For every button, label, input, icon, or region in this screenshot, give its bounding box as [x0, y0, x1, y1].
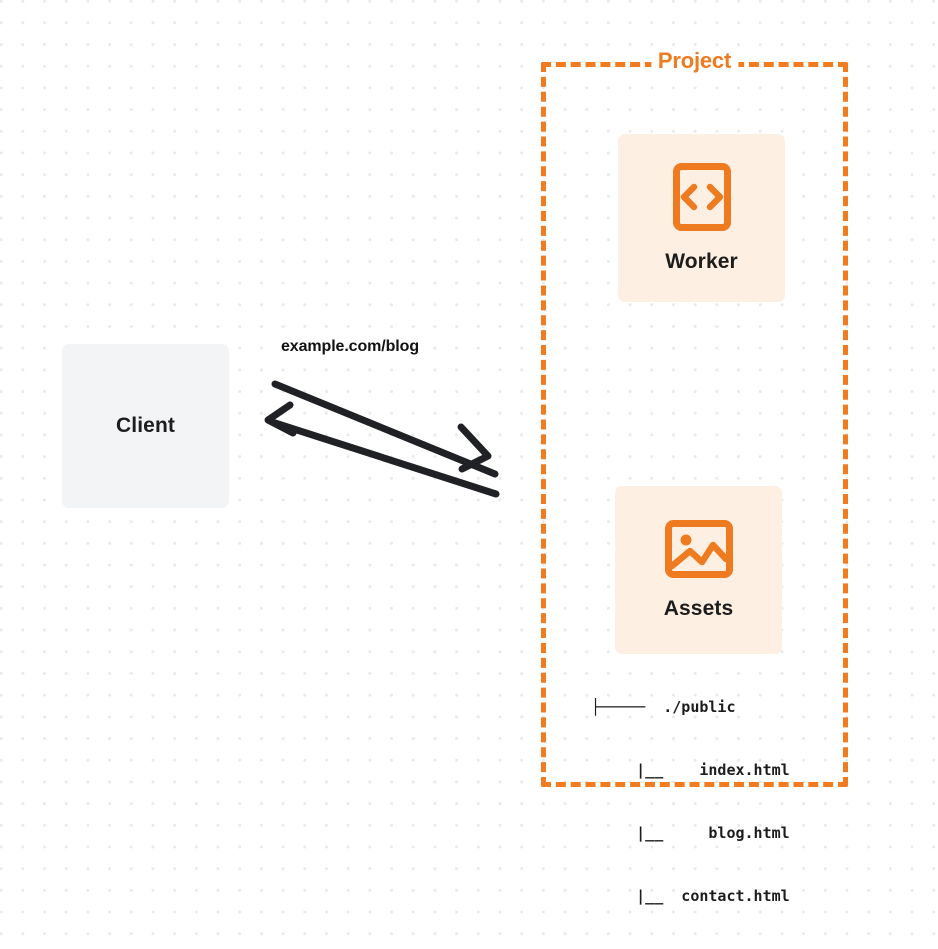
assets-node: Assets: [615, 486, 782, 654]
connection-group: example.com/blog: [255, 330, 515, 515]
request-arrow: [268, 418, 500, 498]
image-icon: [664, 519, 734, 579]
tree-row: |__ index.html: [591, 761, 790, 779]
code-brackets-icon: [672, 162, 732, 232]
asset-file-tree: ├───── ./public |__ index.html |__ blog.…: [591, 655, 836, 949]
worker-node: Worker: [618, 134, 785, 302]
connection-label: example.com/blog: [281, 338, 419, 355]
connection-arrows-svg: [264, 380, 500, 498]
project-title: Project: [650, 48, 739, 74]
client-node: Client: [62, 344, 229, 508]
tree-row: |__ contact.html: [591, 887, 790, 905]
client-label: Client: [116, 414, 175, 437]
project-container: Project Worker Assets ├───── ./public |_…: [541, 48, 848, 905]
tree-row: ├───── ./public: [591, 698, 736, 716]
tree-row: |__ blog.html: [591, 824, 790, 842]
assets-label: Assets: [663, 597, 734, 620]
worker-label: Worker: [665, 250, 738, 273]
